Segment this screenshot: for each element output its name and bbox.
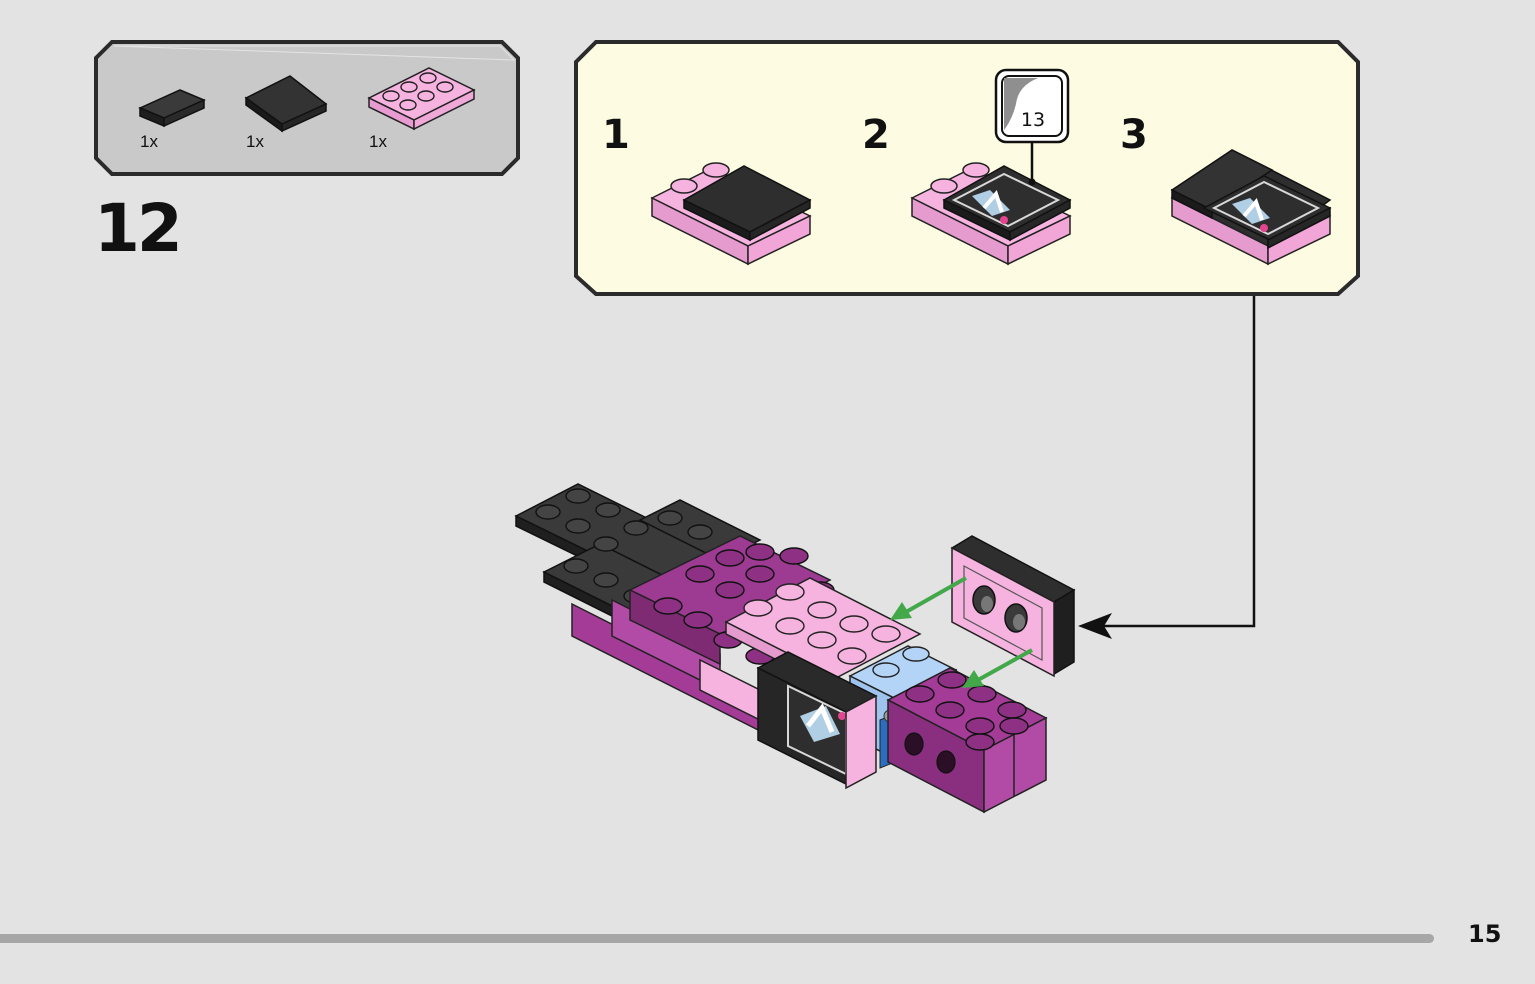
pink-plate-2x3-icon <box>367 67 476 131</box>
placement-arrows <box>890 576 1033 688</box>
sub-step-2-model <box>910 162 1072 266</box>
parts-panel-frame <box>94 40 520 176</box>
sticker-number: 13 <box>1020 109 1046 131</box>
sub-step-2-number: 2 <box>862 112 890 158</box>
black-tile-1x2-icon <box>138 89 206 128</box>
sub-assembly-panel: 1 2 3 <box>572 40 1362 296</box>
sub-panel-frame <box>574 40 1360 296</box>
parts-list-panel: 1x 1x 1x <box>94 40 520 176</box>
sub-step-1-model <box>650 162 812 266</box>
page-progress-bar <box>0 934 1434 943</box>
part-quantity: 1x <box>140 132 158 151</box>
black-tile-2x2-icon <box>244 75 328 133</box>
front-sticker-tile <box>756 651 878 790</box>
part-quantity: 1x <box>246 132 264 151</box>
connector-arrow <box>1078 296 1256 639</box>
magenta-brick-block <box>628 535 835 666</box>
light-blue-plate <box>848 645 958 769</box>
sub-step-1-number: 1 <box>602 112 630 158</box>
sub-step-3-model <box>1170 149 1332 266</box>
magenta-chassis <box>571 598 771 738</box>
magenta-technic-bricks <box>886 667 1048 814</box>
sub-step-3-number: 3 <box>1120 112 1148 158</box>
sticker-callout <box>994 68 1070 186</box>
part-quantity: 1x <box>369 132 387 151</box>
black-base-plate <box>514 483 762 644</box>
pink-bracket-part <box>950 535 1076 678</box>
step-number: 12 <box>94 190 183 267</box>
page-number: 15 <box>1468 920 1502 948</box>
pink-plate-top <box>724 577 922 692</box>
